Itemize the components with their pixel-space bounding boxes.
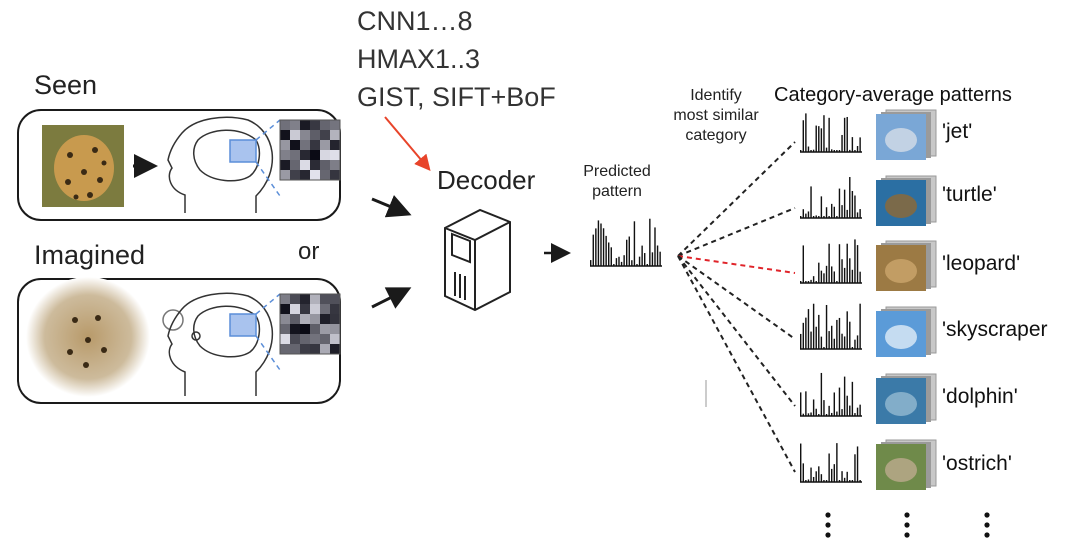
feature-gist-sift: GIST, SIFT+BoF bbox=[357, 82, 556, 112]
category-label-ostrich: 'ostrich' bbox=[942, 452, 1012, 475]
thought-bubble bbox=[162, 309, 184, 331]
ellipsis-dots bbox=[825, 512, 990, 538]
similarity-lines bbox=[677, 141, 796, 473]
voxel-pattern-imagined bbox=[279, 293, 341, 355]
imagined-label: Imagined bbox=[34, 240, 146, 270]
zoom-line-seen-bottom bbox=[255, 161, 281, 197]
category-header: Category-average patterns bbox=[774, 84, 1012, 106]
category-label-jet: 'jet' bbox=[942, 120, 973, 143]
feature-cnn: CNN1…8 bbox=[357, 6, 473, 36]
identify-label-1: Identify bbox=[690, 87, 742, 104]
decoder-label: Decoder bbox=[437, 165, 536, 195]
head-outline-seen bbox=[167, 116, 274, 213]
predicted-pattern-histogram bbox=[590, 218, 662, 267]
leopard-photo-seen bbox=[42, 125, 124, 207]
leopard-spots-imagined bbox=[67, 315, 107, 368]
category-label-leopard: 'leopard' bbox=[942, 252, 1021, 275]
imagined-to-decoder-arrow bbox=[371, 287, 412, 309]
category-patterns bbox=[800, 113, 862, 483]
head-outline-imagined bbox=[167, 292, 274, 396]
feature-hmax: HMAX1..3 bbox=[357, 44, 481, 74]
category-label-dolphin: 'dolphin' bbox=[942, 385, 1018, 408]
predicted-label-1: Predicted bbox=[583, 163, 651, 180]
brain-patch-imagined bbox=[229, 313, 257, 337]
identify-label-2: most similar bbox=[673, 107, 759, 124]
zoom-line-imagined-bottom bbox=[255, 335, 281, 371]
seen-label: Seen bbox=[34, 70, 98, 100]
decoder-computer-icon bbox=[444, 208, 511, 312]
category-thumbnails bbox=[876, 109, 937, 490]
feature-arrow bbox=[384, 116, 431, 172]
category-label-turtle: 'turtle' bbox=[942, 183, 997, 206]
voxel-pattern-seen bbox=[279, 119, 341, 181]
category-label-skyscraper: 'skyscraper bbox=[942, 318, 1048, 341]
or-label: or bbox=[298, 238, 320, 265]
predicted-label-2: pattern bbox=[592, 183, 642, 200]
brain-patch-seen bbox=[229, 139, 257, 163]
identify-label-3: category bbox=[685, 127, 747, 144]
seen-to-decoder-arrow bbox=[371, 195, 412, 218]
